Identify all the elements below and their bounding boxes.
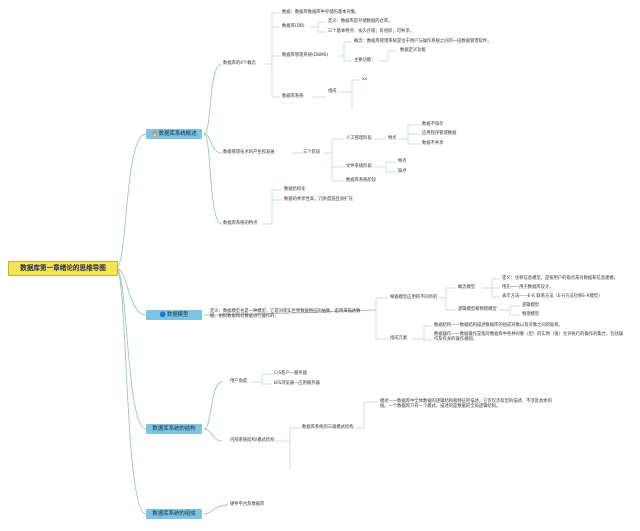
node-dbs[interactable]: 数据库系统	[282, 94, 304, 99]
node-user-view[interactable]: 用户角度	[230, 379, 248, 384]
node-db-stage[interactable]: 数据库系统阶段	[346, 178, 377, 183]
link-manual-children	[374, 124, 420, 145]
link-root-b4	[115, 267, 147, 515]
branch-data-model[interactable]: 🔵数据模型	[146, 310, 202, 320]
node-dbms[interactable]: 数据库管理系统(DBMS)	[282, 53, 329, 58]
node-four-concepts[interactable]: 数据库的4个概念	[223, 61, 256, 66]
link-b3-internal	[203, 428, 223, 442]
node-conceptual-model[interactable]: 概念模型	[458, 285, 476, 290]
link-user-children	[250, 373, 272, 385]
node-history[interactable]: 数据管理技术的产生和发展	[223, 150, 275, 155]
link-filesys-children	[374, 161, 396, 173]
branch-label: 数据模型	[166, 312, 189, 318]
node-dbs-item[interactable]: xx	[362, 77, 368, 82]
node-dbs-features[interactable]: 数据库系统的特点	[223, 221, 258, 226]
link-root-b1	[115, 133, 147, 269]
link-b3-user	[203, 381, 223, 430]
node-manual-features[interactable]: 特点	[388, 136, 397, 141]
link-elements-children	[412, 325, 432, 341]
link-internal-children	[276, 427, 300, 470]
link-conceptual-children	[482, 278, 500, 298]
node-logical-item[interactable]: 逻辑模型	[522, 303, 540, 308]
node-conceptual-use[interactable]: 用先——用于数据库设计。	[502, 285, 554, 290]
node-dbms-func-define[interactable]: 数据定义功能	[400, 48, 426, 53]
link-db-children	[310, 21, 326, 33]
node-logical-item[interactable]: 物理模型	[522, 312, 540, 317]
node-three-stages[interactable]: 三个阶段	[303, 150, 321, 155]
branch-label: 数据库系统的结构	[152, 426, 196, 432]
link-b1-concepts	[203, 63, 223, 135]
node-conceptual-repr[interactable]: 表示方法——E-R 联系方法（E-R方法也称E-R模型）	[502, 294, 603, 299]
node-cs[interactable]: C/S客户—服务器	[274, 371, 307, 376]
node-data-operation[interactable]: 数据操作——数据操作是指对数据库中各种对象（型）的实例（值）允许执行的操作的集合…	[434, 332, 624, 343]
node-manual-stage[interactable]: 人工管理阶段	[346, 136, 372, 141]
node-manual-item[interactable]: 数据不共享	[422, 141, 444, 146]
node-db-definition[interactable]: 定义：数据库是存储数据的仓库。	[328, 19, 393, 24]
node-three-level-schema[interactable]: 数据库系统的三级模式结构	[302, 425, 354, 430]
dot-icon: 🔵	[159, 312, 166, 318]
node-bs[interactable]: B/S浏览器—应用服务器	[274, 381, 320, 386]
node-model-elements[interactable]: 组成元素	[390, 336, 408, 341]
branch-label: 数据库系统概述	[158, 131, 197, 137]
node-db-traits[interactable]: 三个基本特点：永久存储；有组织；可共享。	[328, 29, 414, 34]
link-history-children	[292, 138, 344, 182]
node-feature-item[interactable]: 数据的共享性高，冗余度低且易扩充	[284, 197, 353, 202]
node-conceptual-def[interactable]: 定义：也称信息模型，是按用户的观点来对数据和信息建模。	[502, 276, 619, 281]
node-dbs-composition[interactable]: 组成	[328, 89, 337, 94]
node-schema-definition[interactable]: 模式——数据库中全体数据的逻辑结构和特征的描述，它仅仅涉及型的描述，不涉及具体的…	[380, 399, 552, 410]
link-root-b3	[115, 267, 147, 430]
link-b1-features	[203, 133, 223, 225]
branch-db-system-structure[interactable]: 数据库系统的结构	[146, 424, 202, 434]
link-twotypes-children	[438, 287, 456, 311]
node-filesys-item[interactable]: 缺点	[398, 169, 407, 174]
node-filesys-stage[interactable]: 文件系统阶段	[346, 164, 372, 169]
node-manual-item[interactable]: 应用程序管理数据	[422, 131, 457, 136]
root-topic[interactable]: 数据库第一章绪论的思维导图	[8, 261, 118, 276]
branch-db-system-composition[interactable]: 数据库系统的组成	[146, 509, 202, 519]
node-filesys-item[interactable]: 特点	[398, 159, 407, 164]
fire-icon: 🔥	[151, 131, 158, 137]
node-dbms-concept[interactable]: 概念：数据库管理系统是位于用户与操作系统之间的一层数据管理软件。	[354, 39, 492, 44]
node-data-structure[interactable]: 数据结构——数据结构描述数据库的组成对象以及对象之间的联系。	[434, 323, 563, 328]
link-concepts-children	[265, 12, 280, 98]
node-by-purpose[interactable]: 根据模型应用的不同目的	[390, 295, 438, 300]
node-dbms-functions[interactable]: 主要功能：	[354, 58, 376, 63]
node-hardware[interactable]: 硬件平台及数据库	[230, 502, 265, 507]
link-features-children	[262, 189, 282, 225]
link-b4-hw	[203, 504, 229, 515]
branch-label: 数据库系统的组成	[152, 511, 196, 517]
link-logical-children	[500, 305, 520, 316]
link-root-b2	[115, 267, 147, 316]
link-dbms-func	[378, 50, 398, 62]
node-data-model-definition[interactable]: 定义：数据模型也是一种模型，它是对现实世界数据特征的抽象。是用来描述数据、组织数…	[210, 309, 361, 320]
node-internal-structure[interactable]: 内部系统结构/模式结构	[230, 438, 275, 443]
branch-db-system-overview[interactable]: 🔥数据库系统概述	[146, 129, 202, 139]
link-dbms-children	[338, 41, 352, 62]
link-b2-split	[203, 309, 377, 316]
node-db[interactable]: 数据库(DB)	[282, 24, 305, 29]
link-b2-groups	[375, 297, 388, 340]
node-data[interactable]: 数据：数据库数据库中存储的基本对象。	[282, 10, 360, 15]
link-dbs-children	[312, 79, 360, 110]
node-manual-item[interactable]: 数据不保存	[422, 122, 444, 127]
link-b1-history	[203, 133, 223, 154]
node-feature-item[interactable]: 数据结构化	[284, 187, 306, 192]
link-three-level-children	[356, 401, 378, 429]
node-logical-physical[interactable]: 逻辑模型和物理模型	[458, 307, 497, 312]
